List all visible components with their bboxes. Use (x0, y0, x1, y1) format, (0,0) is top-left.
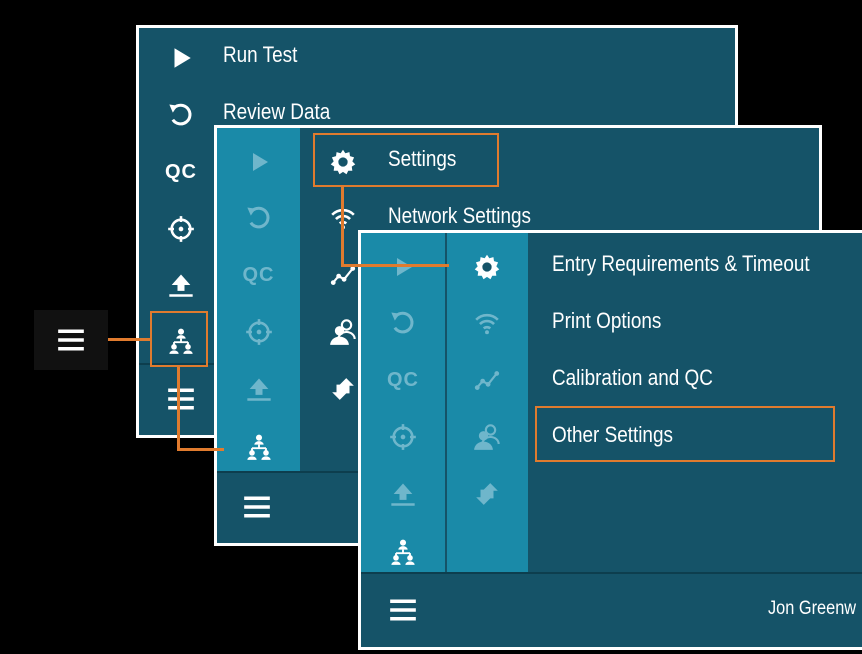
undo-icon (245, 204, 273, 232)
transfer-icon (330, 376, 356, 402)
upload-icon-button[interactable] (217, 372, 300, 406)
review-data-icon-button[interactable] (217, 201, 300, 235)
crosshair-icon (167, 215, 195, 243)
crosshair-icon (245, 318, 273, 346)
run-test-icon-button[interactable] (361, 250, 445, 284)
upload-icon-button[interactable] (139, 268, 223, 302)
crosshair-icon (389, 423, 417, 451)
settings-icon-button[interactable] (447, 250, 526, 284)
upload-icon (389, 480, 417, 508)
crosshair-icon-button[interactable] (361, 420, 445, 454)
menu-button[interactable] (157, 379, 205, 419)
other-settings-highlight (535, 406, 835, 462)
users-icon-button[interactable] (447, 420, 526, 454)
menu-item-settings[interactable]: Settings (388, 146, 457, 171)
qc-icon[interactable]: QC (242, 263, 275, 286)
crosshair-icon-button[interactable] (217, 315, 300, 349)
menu-item-entry-requirements[interactable]: Entry Requirements & Timeout (552, 251, 810, 276)
trend-icon-button[interactable] (447, 363, 526, 397)
settings-menu-panel: QC Entry Requirements & Timeout Print Op… (358, 230, 862, 650)
qc-icon[interactable]: QC (387, 368, 419, 391)
undo-icon (389, 309, 417, 337)
play-icon (391, 255, 415, 279)
admin-icon-button[interactable] (361, 535, 445, 569)
org-chart-icon (245, 433, 273, 461)
menu-item-other-settings[interactable]: Other Settings (552, 422, 673, 447)
hamburger-icon (55, 326, 87, 354)
menu-item-network-settings[interactable]: Network Settings (388, 203, 532, 228)
connector-line (341, 264, 449, 267)
gear-icon (473, 253, 501, 281)
run-test-icon-button[interactable] (217, 145, 300, 179)
upload-icon (245, 375, 273, 403)
hamburger-icon (166, 385, 196, 413)
menu-button[interactable] (379, 590, 427, 630)
qc-icon[interactable]: QC (165, 160, 197, 183)
run-test-icon-button[interactable] (139, 41, 223, 75)
settings-bottom-bar: Jon Greenw (361, 572, 862, 647)
menu-item-run-test[interactable]: Run Test (223, 42, 298, 67)
network-icon-button[interactable] (447, 306, 526, 340)
connector-line (177, 367, 180, 451)
users-icon (473, 423, 501, 451)
hamburger-icon (388, 596, 418, 624)
menu-button[interactable] (34, 310, 108, 370)
menu-button[interactable] (233, 487, 281, 527)
admin-highlight (150, 311, 208, 367)
play-icon (168, 45, 194, 71)
settings-highlight (313, 133, 499, 187)
crosshair-icon-button[interactable] (139, 212, 223, 246)
menu-item-review-data[interactable]: Review Data (223, 99, 331, 124)
user-name: Jon Greenw (768, 598, 857, 619)
org-chart-icon (389, 538, 417, 566)
transfer-icon (474, 481, 500, 507)
transfer-icon-button[interactable] (447, 477, 526, 511)
upload-icon-button[interactable] (361, 477, 445, 511)
play-icon (247, 150, 271, 174)
wifi-icon (474, 310, 500, 336)
upload-icon (167, 271, 195, 299)
admin-icon-button[interactable] (217, 430, 300, 464)
review-data-icon-button[interactable] (361, 306, 445, 340)
review-data-icon-button[interactable] (139, 98, 223, 132)
connector-line (177, 448, 224, 451)
menu-item-print-options[interactable]: Print Options (552, 308, 662, 333)
menu-item-calibration-qc[interactable]: Calibration and QC (552, 365, 713, 390)
hamburger-icon (242, 493, 272, 521)
undo-icon (167, 101, 195, 129)
users-icon (329, 318, 357, 346)
connector-line (341, 187, 344, 267)
trend-icon (474, 367, 500, 393)
connector-line (108, 338, 150, 341)
